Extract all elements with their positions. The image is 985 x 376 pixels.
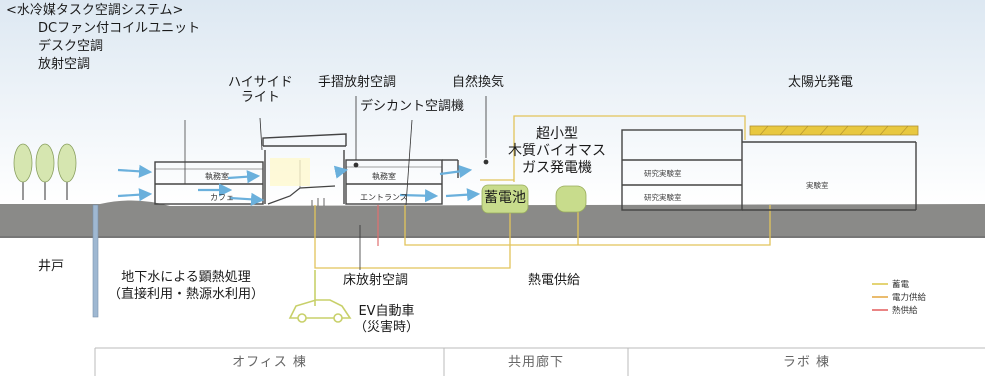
callout-desiccant: デシカント空調機	[360, 99, 465, 114]
ev-car-icon	[288, 270, 352, 323]
callout-well: 井戸	[38, 259, 65, 274]
legend-arrows	[872, 283, 888, 311]
callout-groundwater: 地下水による顕熱処理 （直接利用・熱源水利用）	[108, 270, 265, 302]
callout-natural-ventilation: 自然換気	[452, 75, 505, 90]
callout-handrail-radiant: 手摺放射空調	[318, 75, 397, 90]
office-building-left	[154, 120, 264, 205]
biomass-unit	[555, 185, 587, 213]
battery	[481, 184, 529, 214]
trees	[13, 143, 77, 200]
room-lab-upper: 研究実験室	[644, 169, 682, 178]
office-building-right	[345, 159, 459, 205]
system-title: <水冷媒タスク空調システム>	[6, 3, 184, 18]
callout-storage-battery: 蓄電池	[484, 190, 526, 206]
callout-biomass: 超小型 木質バイオマス ガス発電機	[508, 126, 606, 176]
callout-ev: EV自動車 （災害時）	[354, 304, 420, 336]
callout-floor-radiant: 床放射空調	[343, 273, 409, 288]
legend-storage: 蓄電	[892, 280, 910, 290]
entrance-pillars	[311, 198, 325, 206]
zone-lab: ラボ 棟	[782, 354, 831, 370]
light-glow	[270, 158, 310, 186]
air-flow-arrows	[117, 164, 481, 206]
system-item-2: デスク空調	[38, 39, 104, 54]
system-item-3: 放射空調	[38, 57, 91, 72]
zone-corridor: 共用廊下	[507, 354, 564, 370]
room-experiment: 実験室	[806, 181, 829, 190]
leader-lines	[259, 96, 489, 270]
callout-solar-power: 太陽光発電	[788, 75, 854, 90]
solar-panel	[749, 125, 919, 136]
callout-cogeneration-supply: 熱電供給	[528, 273, 581, 288]
zone-office: オフィス 棟	[232, 354, 307, 370]
room-office-upper-right: 執務室	[372, 172, 396, 181]
sky-background	[0, 0, 985, 205]
room-cafe: カフェ	[210, 193, 234, 202]
system-item-1: DCファン付コイルユニット	[38, 21, 201, 36]
legend-power-supply: 電力供給	[892, 293, 927, 303]
well-pipe	[92, 204, 99, 318]
room-lab-lower: 研究実験室	[644, 193, 682, 202]
footer-rule	[94, 347, 985, 376]
supply-lines	[314, 115, 771, 269]
room-office-upper-left: 執務室	[205, 172, 229, 181]
callout-high-side-light: ハイサイド ライト	[228, 75, 293, 105]
legend-heat-supply: 熱供給	[892, 306, 918, 316]
solar-hatch	[759, 125, 909, 136]
lab-building	[621, 129, 917, 211]
room-entrance: エントランス	[360, 193, 408, 202]
